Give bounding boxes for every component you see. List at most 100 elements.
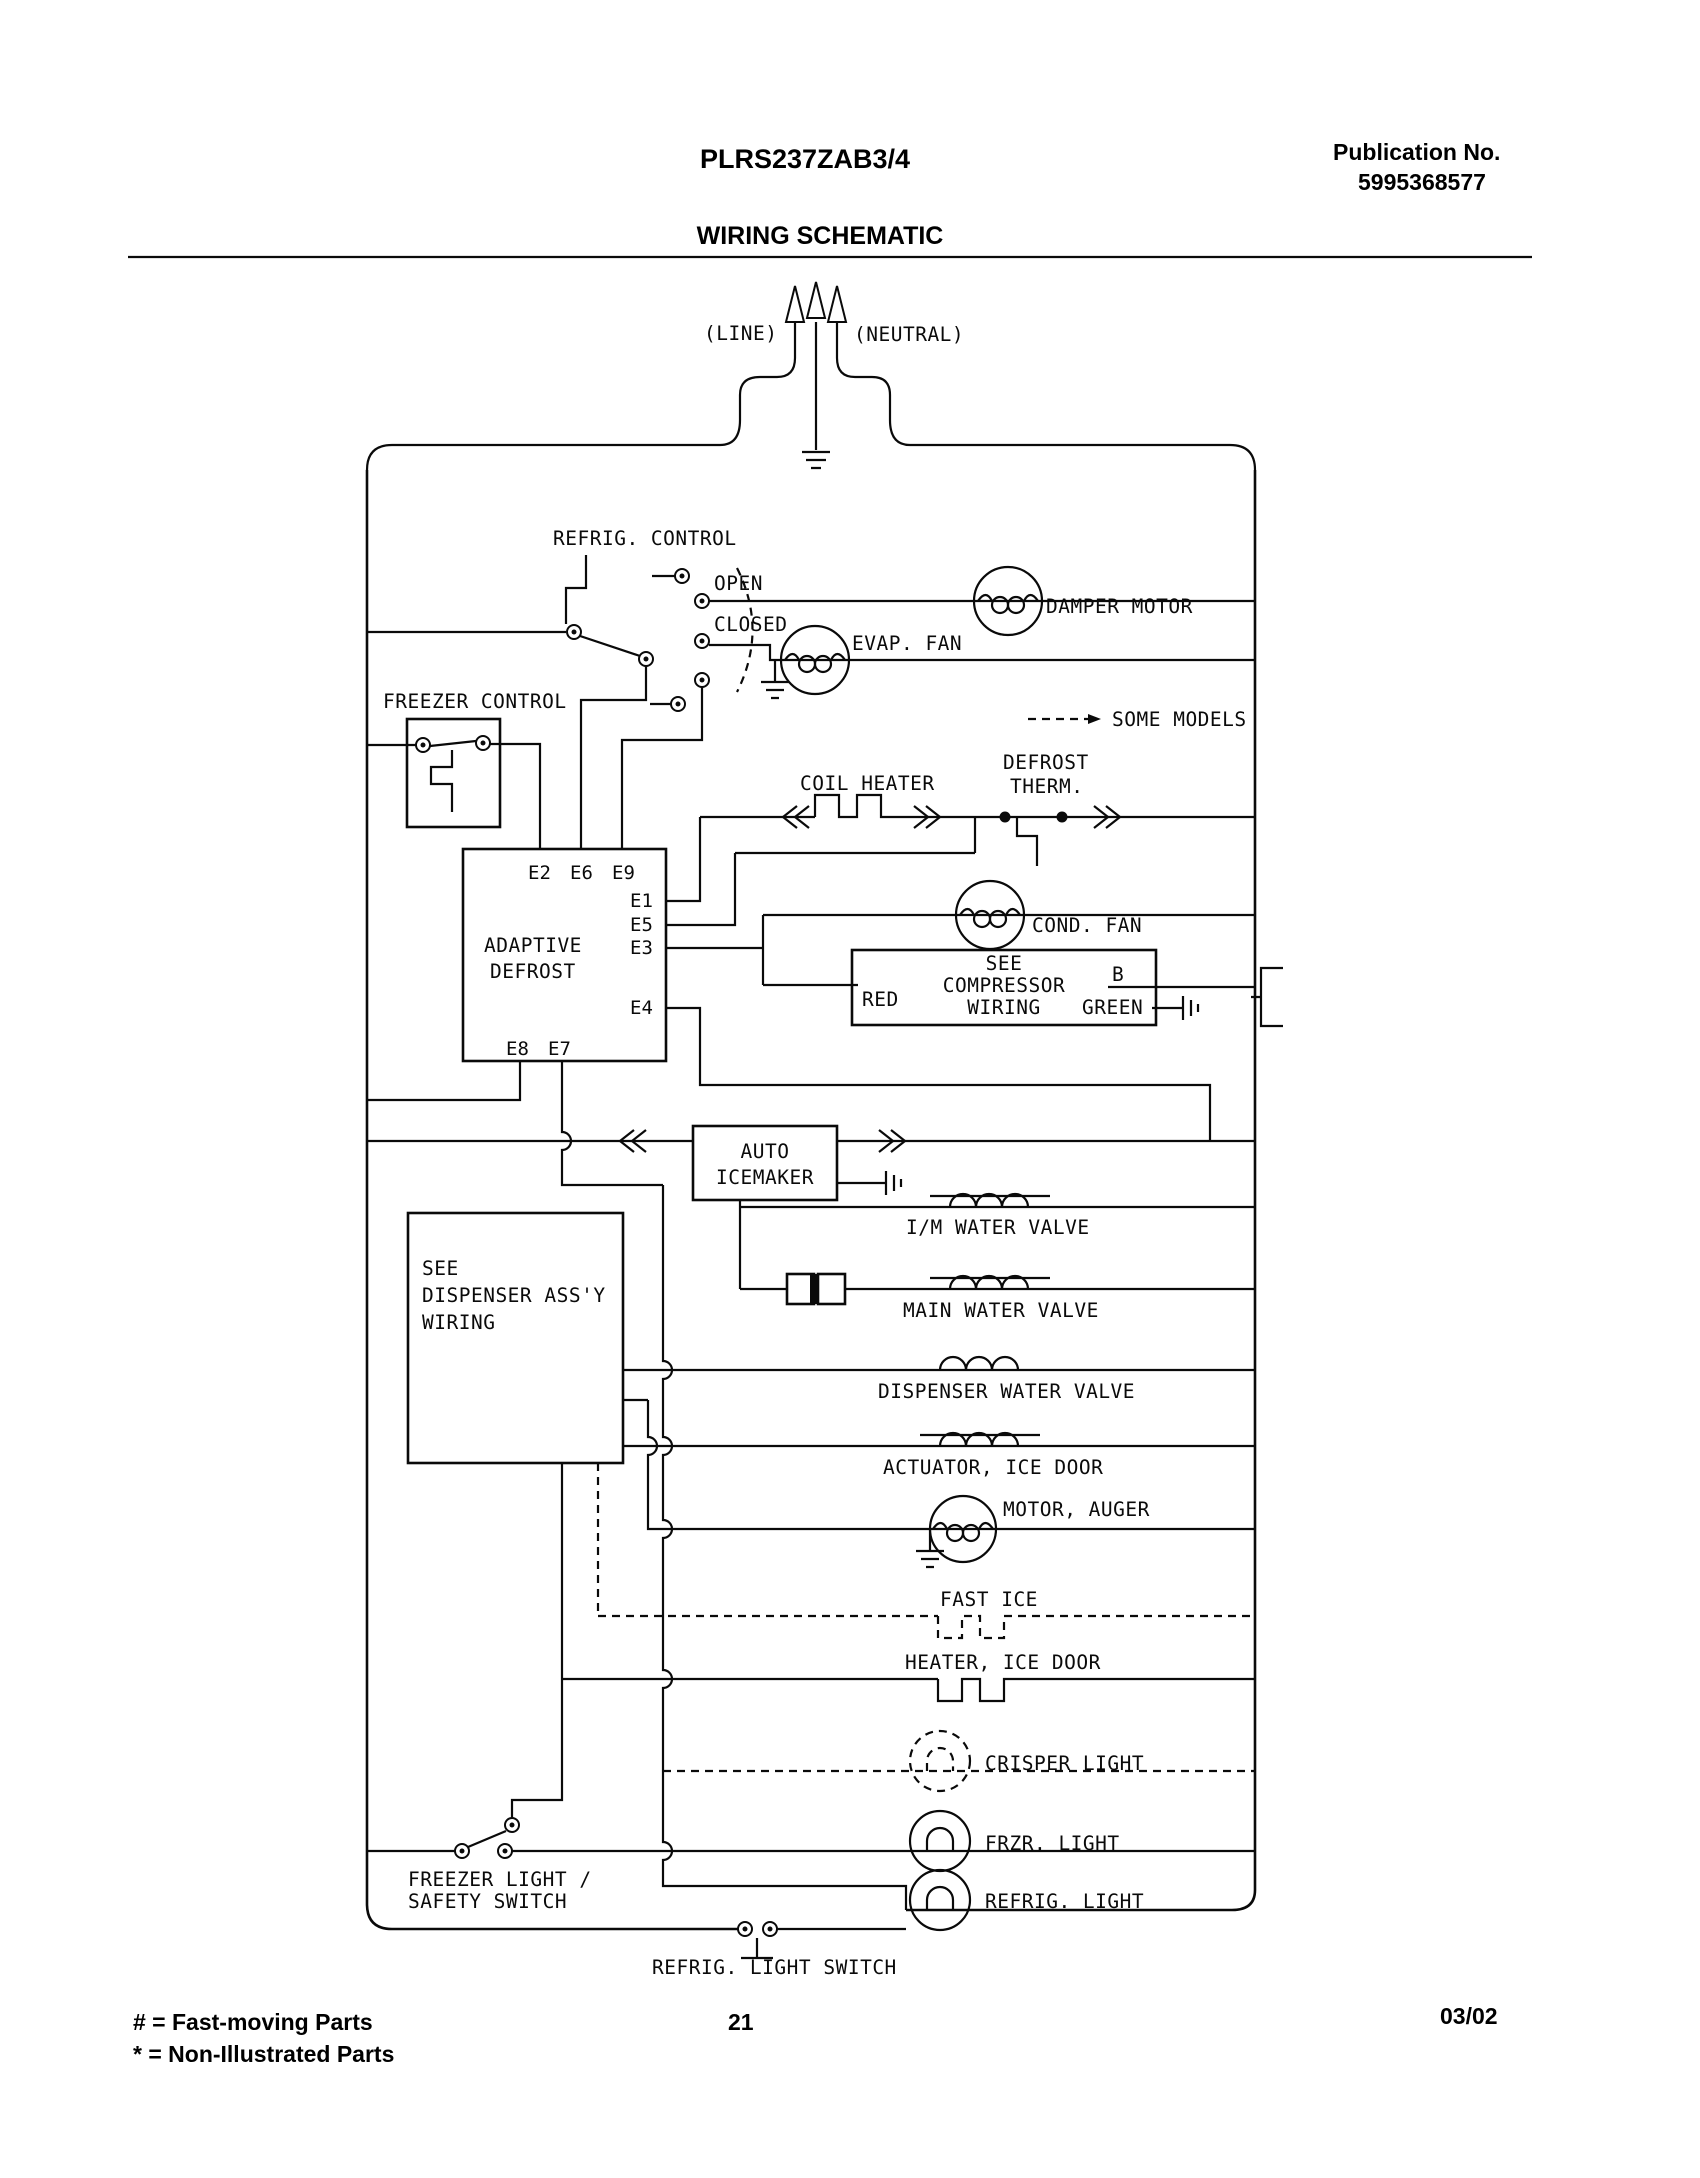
dispenser-water-valve-branch: DISPENSER WATER VALVE (623, 1355, 1255, 1403)
switch-arm (467, 1829, 507, 1849)
line-arrow-icon (784, 285, 806, 323)
motor-winding-icon (977, 593, 1039, 602)
adaptive-defrost-box (461, 847, 668, 1063)
terminal-dot (699, 598, 705, 604)
neutral-wire (835, 322, 1257, 471)
pin-e6: E6 (570, 862, 593, 884)
supply-entry: (LINE) (NEUTRAL) (365, 281, 1257, 471)
legend-non-illustrated: * = Non-Illustrated Parts (133, 2041, 394, 2067)
terminal-dot (420, 742, 426, 748)
evap-wire (709, 643, 1255, 662)
refrig-light-label: REFRIG. LIGHT (985, 1890, 1144, 1913)
defrost-therm-label-2: THERM. (1010, 775, 1083, 798)
freezer-light-safety-switch: FREEZER LIGHT / SAFETY SWITCH (367, 1679, 591, 1913)
neutral-arrow-icon (826, 285, 848, 323)
fast-ice-element (598, 1614, 1255, 1640)
crisper-light-branch: CRISPER LIGHT (663, 1729, 1255, 1793)
coil-heater-element (813, 793, 899, 819)
solenoid-coil-icon (948, 1274, 1030, 1290)
thermostat-symbol (429, 750, 454, 812)
terminal-dot (480, 740, 486, 746)
open-label: OPEN (714, 572, 763, 595)
cond-fan-label: COND. FAN (1032, 914, 1142, 937)
ground-symbol-icon (916, 1549, 944, 1569)
motor-winding-icon (972, 909, 992, 929)
motor-winding-icon (988, 909, 1008, 929)
dispenser-label-3: WIRING (422, 1311, 495, 1334)
evap-fan-label: EVAP. FAN (852, 632, 962, 655)
frzr-light-label: FRZR. LIGHT (985, 1832, 1120, 1855)
dispenser-label-1: SEE (422, 1257, 459, 1280)
motor-auger-label: MOTOR, AUGER (1003, 1498, 1150, 1521)
crisper-light-label: CRISPER LIGHT (985, 1752, 1144, 1775)
coil-heater-defrost-branch: COIL HEATER DEFROST THERM. (700, 751, 1255, 866)
plunger-icon (741, 1938, 773, 1960)
bus-to-e6 (579, 666, 648, 849)
frzr-light-branch: FRZR. LIGHT (512, 1809, 1255, 1873)
e4-lead (666, 1006, 1212, 1141)
line-label: (LINE) (704, 322, 777, 345)
model-number: PLRS237ZAB3/4 (700, 144, 910, 174)
damper-motor-label: DAMPER MOTOR (1046, 595, 1193, 618)
motor-winding-icon (797, 654, 817, 674)
terminal-dot (699, 638, 705, 644)
terminal-dot (679, 573, 685, 579)
connector-chevrons-right-icon (878, 1129, 907, 1153)
evap-fan-branch: EVAP. FAN (709, 624, 1255, 700)
defrost-therm-label-1: DEFROST (1003, 751, 1089, 774)
damper-motor-symbol (972, 565, 1044, 637)
sub-feed-wire (735, 817, 977, 855)
some-models-legend: SOME MODELS (1028, 708, 1246, 731)
auto-icemaker-label-2: ICEMAKER (716, 1166, 814, 1189)
refrig-light-switch: REFRIG. LIGHT SWITCH (652, 1921, 906, 1979)
lamp-filament-icon (925, 1746, 955, 1771)
e1-lead (666, 817, 702, 903)
switch-arm (579, 634, 641, 658)
main-water-valve-branch: MAIN WATER VALVE (740, 1272, 1255, 1322)
motor-winding-icon (784, 652, 846, 661)
terminal-dot (742, 1926, 748, 1932)
freezer-control-box (405, 717, 502, 829)
terminal-dot (643, 656, 649, 662)
compressor-label-3: WIRING (967, 996, 1040, 1019)
motor-winding-icon (932, 1521, 994, 1530)
dispenser-water-valve-label: DISPENSER WATER VALVE (878, 1380, 1135, 1403)
legend-fast-moving: # = Fast-moving Parts (133, 2009, 373, 2035)
auto-icemaker-label-1: AUTO (741, 1140, 790, 1163)
cond-fan-branch: COND. FAN (761, 879, 1255, 987)
dispenser-label-2: DISPENSER ASS'Y (422, 1284, 606, 1307)
connector-chevrons-left-icon (781, 805, 810, 829)
red-feed-wire (761, 915, 858, 987)
evap-fan-symbol (779, 624, 851, 696)
page-footer: # = Fast-moving Parts * = Non-Illustrate… (133, 2003, 1498, 2067)
border-right (906, 470, 1257, 1912)
safety-switch-feed (510, 1679, 564, 1818)
lamp-filament-icon (925, 1885, 955, 1910)
green-label: GREEN (1082, 996, 1143, 1019)
connector-block-icon (810, 1274, 818, 1304)
fast-ice-branch: FAST ICE (596, 1463, 1255, 1640)
border-left (365, 470, 738, 1931)
page-header: PLRS237ZAB3/4 Publication No. 5995368577… (128, 139, 1532, 259)
actuator-ice-door-label: ACTUATOR, ICE DOOR (883, 1456, 1103, 1479)
refrig-light-switch-label: REFRIG. LIGHT SWITCH (652, 1956, 897, 1979)
pin-e3: E3 (630, 937, 653, 959)
fast-ice-label: FAST ICE (940, 1588, 1038, 1611)
pin-e5: E5 (630, 914, 653, 936)
refrig-control-stem (564, 555, 588, 624)
adaptive-defrost: ADAPTIVE DEFROST E2 E6 E9 E1 E5 E3 E4 E8… (367, 817, 1212, 1187)
pin-e4: E4 (630, 997, 653, 1019)
actuator-ice-door-branch: ACTUATOR, ICE DOOR (623, 1431, 1255, 1479)
ground-symbol-icon (802, 450, 830, 470)
revision-date: 03/02 (1440, 2003, 1498, 2029)
therm-element (1015, 817, 1039, 866)
cam-arc (736, 567, 754, 693)
terminal-dot (699, 677, 705, 683)
pin-e2: E2 (528, 862, 551, 884)
solenoid-coil-icon (948, 1192, 1030, 1208)
legend-arrow-icon (1088, 714, 1101, 724)
b-label: B (1112, 963, 1124, 986)
motor-winding-icon (959, 907, 1021, 916)
supply-arrow-icon (805, 281, 827, 319)
